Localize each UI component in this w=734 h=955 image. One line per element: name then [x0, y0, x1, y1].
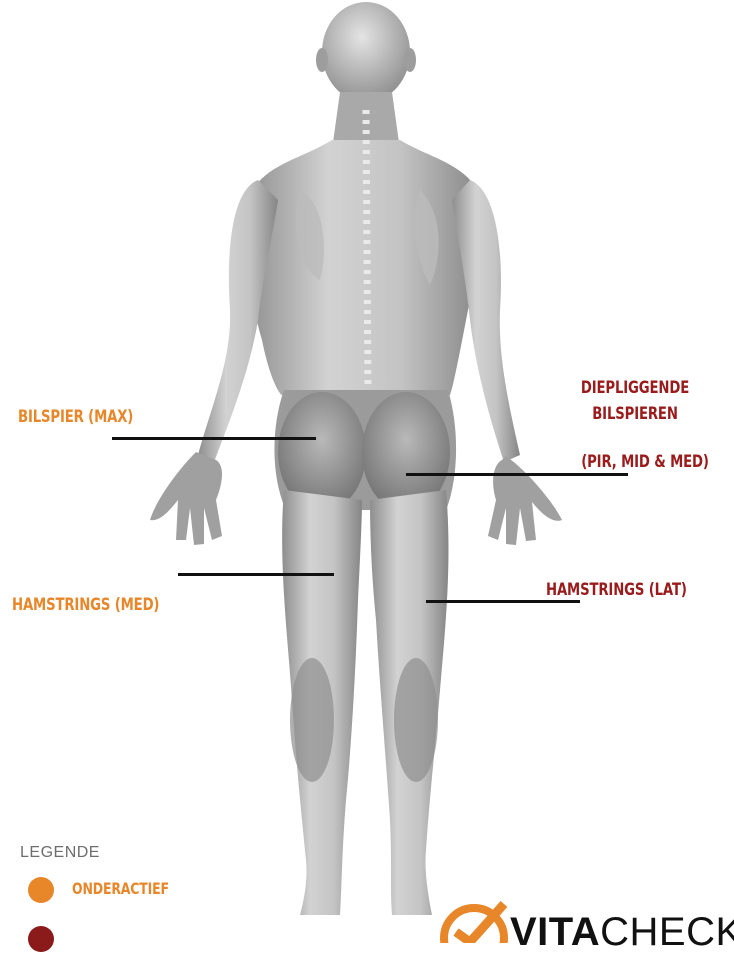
legend-dot-overactief	[28, 926, 54, 952]
leader-line-diepliggende	[406, 473, 628, 476]
calf-right	[394, 658, 438, 782]
legend-title: LEGENDE	[20, 844, 100, 862]
ear-right	[404, 48, 416, 72]
leader-line-hamstrings-lat	[426, 600, 580, 603]
calf-left	[290, 658, 334, 782]
label-diepliggende-line3: (PIR, MID & MED)	[571, 452, 719, 472]
head	[322, 2, 410, 102]
label-bilspier-max: BILSPIER (MAX)	[18, 407, 133, 427]
torso-back	[245, 140, 483, 395]
label-hamstrings-lat: HAMSTRINGS (LAT)	[546, 580, 687, 600]
hand-right	[488, 456, 562, 545]
legend-dot-onderactief	[28, 877, 54, 903]
hand-left	[150, 452, 222, 545]
legend-label-onderactief: ONDERACTIEF	[72, 879, 169, 898]
vitacheck-logo-text: VITACHECK	[510, 910, 734, 955]
label-diepliggende-line2: BILSPIEREN	[577, 404, 694, 424]
label-hamstrings-med: HAMSTRINGS (MED)	[12, 595, 159, 615]
vitacheck-logo-mark	[436, 898, 516, 943]
label-diepliggende-line1: DIEPLIGGENDE	[577, 378, 694, 398]
leader-line-bilspier-max	[112, 437, 316, 440]
leader-line-hamstrings-med	[178, 573, 334, 576]
ear-left	[316, 48, 328, 72]
